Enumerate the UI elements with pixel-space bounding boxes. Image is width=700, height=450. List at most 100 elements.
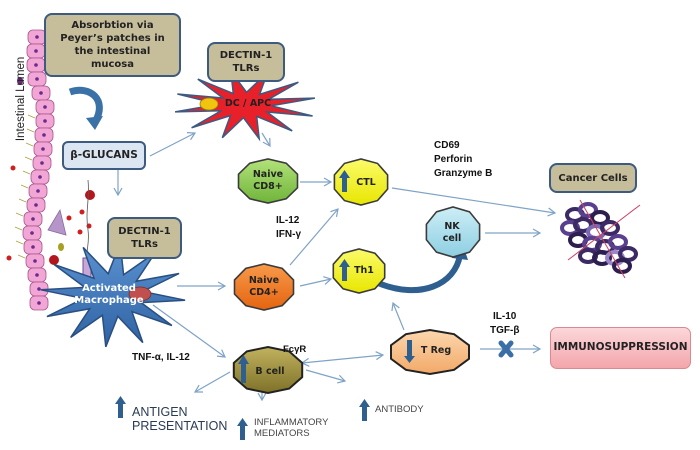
arrow-bcell-to-antigen [193,371,231,393]
tnfa-il12-annotation: TNF-α, IL-12 [132,352,190,363]
microvillus [17,254,26,259]
cell-nucleus [31,217,35,221]
tlrs-label: TLRs [232,63,260,74]
cancer-cell [600,220,620,236]
beta-glucans-box: β-GLUCANS [62,141,146,170]
cell-nucleus [37,301,41,305]
intestinal-lumen-label: Intestinal Lumen [15,56,28,142]
arrow-dc-to-cd8 [261,132,271,148]
inflammatory-line2: MEDIATORS [254,427,310,439]
cell-nucleus [34,63,38,67]
cell-nucleus [37,287,41,291]
cancer-cell [573,217,593,233]
arrow-ctl-to-cancer [391,187,557,217]
up-arrow-icon [115,396,126,418]
arrow-bcell-to-antibody [305,369,347,384]
microvillus [26,128,35,133]
cell-nucleus [35,273,39,277]
down-arrow-icon [404,340,415,363]
cancer-cells-box: Cancer Cells [549,163,637,193]
dectin-label: DECTIN-1 [219,50,273,61]
naive-cd4-label: Naive CD4+ [234,272,294,302]
microvillus [27,114,36,119]
microvillus [18,198,27,203]
tgfb-annotation: TGF-β [490,325,520,336]
cell-nucleus [34,49,38,53]
b-cell [232,345,304,395]
up-arrow-icon [339,259,350,281]
microvillus [22,170,31,175]
cell-nucleus [34,203,38,207]
microvillus [15,240,24,245]
microvillus [24,156,33,161]
arrow-glucans-to-dc [149,132,197,157]
cell-nucleus [43,119,47,123]
inflammatory-mediators-label: INFLAMMATORY MEDIATORS [254,417,329,440]
il10-annotation: IL-10 [493,311,517,322]
naive-cd8-line2: CD8+ [253,181,283,192]
absorption-box: Absorbtion via Peyer’s patches in the in… [44,13,181,77]
ifng-annotation: IFN-γ [276,229,301,240]
b-cell-label: B cell [255,366,285,378]
nk-cell [425,206,481,258]
cell-nucleus [35,35,39,39]
ctl-label: CTL [356,177,376,189]
cell-nucleus [33,259,37,263]
microvillus [25,142,34,147]
cancer-cell [578,202,598,218]
naive-cd8-line1: Naive [252,169,284,181]
macrophage-nucleus [128,286,152,302]
cell-nucleus [38,175,42,179]
cell-nucleus [43,105,47,109]
cancer-cell [592,250,612,266]
cancer-cell [612,258,632,274]
ctl-cell [333,158,389,206]
cell-nucleus [30,231,34,235]
antigen-presentation-label: ANTIGEN PRESENTATION [132,405,227,434]
cross-out-line [579,199,626,279]
dectin-label: DECTIN-1 [118,226,171,237]
tlrs-label: TLRs [131,239,158,250]
up-arrow-icon [237,418,248,440]
nk-cell-label: NK cell [432,218,472,248]
naive-cd8-label: Naive CD8+ [238,166,298,196]
cancer-cell [590,210,610,226]
naive-cd4-line1: Naive [248,275,280,287]
arrow-th1-to-nk [376,254,463,294]
arrow-bcell-treg [300,351,385,367]
cell-nucleus [39,91,43,95]
cd69-annotation: CD69 [434,140,460,151]
macrophage-label-line2: Macrophage [74,295,144,306]
immunosuppression-box: IMMUNOSUPPRESSION [550,327,691,369]
naive-cd4-cell [233,263,295,311]
arrow-treg-to-th1 [391,301,405,331]
th1-label: Th1 [354,265,374,277]
up-arrow-icon [359,399,370,421]
glucan-particles [6,77,95,281]
up-arrow-icon [238,355,249,383]
inflammatory-line1: INFLAMMATORY [254,417,329,428]
dc-apc-label: DC / APC [224,98,272,110]
nk-line2: cell [442,233,462,244]
intestinal-epithelium [14,29,55,311]
granzyme-annotation: Granzyme B [434,168,493,179]
naive-cd8-cell [237,158,299,204]
macrophage-label: Activated Macrophage [74,281,144,309]
perforin-annotation: Perforin [434,154,473,165]
fcgr-annotation: FcγR [283,344,307,355]
cross-out-line [567,204,641,261]
cell-nucleus [40,161,44,165]
cell-nucleus [31,245,35,249]
il12-annotation: IL-12 [276,215,300,226]
microvillus [20,184,29,189]
antibody-label: ANTIBODY [375,404,424,415]
antigen-line1: ANTIGEN [132,405,188,419]
cancer-cell [608,234,628,250]
microvillus [15,212,24,217]
t-reg-label: T Reg [420,345,452,357]
absorption-curved-arrow [68,86,103,124]
arrow-macrophage-to-bcell [152,304,226,358]
cancer-cells-cluster [560,199,641,279]
dectin-tlrs-box-mid: DECTIN-1 TLRs [107,217,182,259]
